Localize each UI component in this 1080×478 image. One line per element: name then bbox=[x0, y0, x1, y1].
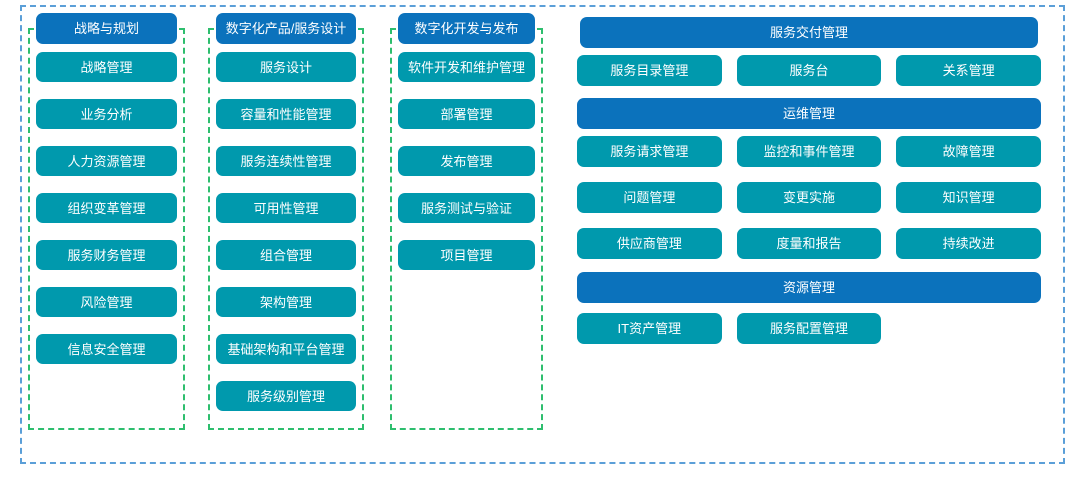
process-box: 问题管理 bbox=[577, 182, 722, 213]
outer-boundary bbox=[20, 5, 1065, 464]
column-header: 数字化产品/服务设计 bbox=[216, 13, 356, 44]
process-box: 项目管理 bbox=[398, 240, 535, 270]
process-box: 组织变革管理 bbox=[36, 193, 177, 223]
resource-row: IT资产管理 服务配置管理 bbox=[577, 313, 1041, 344]
process-box: 服务配置管理 bbox=[736, 313, 882, 344]
section-header-resource: 资源管理 bbox=[577, 272, 1041, 303]
column-product-service-design: 数字化产品/服务设计 服务设计 容量和性能管理 服务连续性管理 可用性管理 组合… bbox=[208, 13, 364, 430]
process-box: 部署管理 bbox=[398, 99, 535, 129]
process-box: 容量和性能管理 bbox=[216, 99, 356, 129]
column-dev-release: 数字化开发与发布 软件开发和维护管理 部署管理 发布管理 服务测试与验证 项目管… bbox=[390, 13, 543, 430]
process-box: 服务设计 bbox=[216, 52, 356, 82]
process-box: IT资产管理 bbox=[577, 313, 722, 344]
process-box: 服务测试与验证 bbox=[398, 193, 535, 223]
process-box: 故障管理 bbox=[896, 136, 1041, 167]
right-panel: 服务交付管理 服务目录管理 服务台 关系管理 运维管理 服务请求管理 监控和事件… bbox=[577, 17, 1041, 344]
process-box: 服务连续性管理 bbox=[216, 146, 356, 176]
process-box: 服务请求管理 bbox=[577, 136, 722, 167]
column-strategy-planning: 战略与规划 战略管理 业务分析 人力资源管理 组织变革管理 服务财务管理 风险管… bbox=[28, 13, 185, 430]
process-box: 服务级别管理 bbox=[216, 381, 356, 411]
section-header-service-delivery: 服务交付管理 bbox=[580, 17, 1038, 48]
service-delivery-row: 服务目录管理 服务台 关系管理 bbox=[577, 55, 1041, 86]
process-box: 软件开发和维护管理 bbox=[398, 52, 535, 82]
process-box: 服务目录管理 bbox=[577, 55, 722, 86]
process-box: 度量和报告 bbox=[736, 228, 882, 259]
process-box: 业务分析 bbox=[36, 99, 177, 129]
process-box: 监控和事件管理 bbox=[736, 136, 882, 167]
process-box: 信息安全管理 bbox=[36, 334, 177, 364]
process-box: 架构管理 bbox=[216, 287, 356, 317]
process-box: 服务财务管理 bbox=[36, 240, 177, 270]
process-box: 组合管理 bbox=[216, 240, 356, 270]
process-box: 战略管理 bbox=[36, 52, 177, 82]
process-box: 供应商管理 bbox=[577, 228, 722, 259]
process-box: 变更实施 bbox=[736, 182, 882, 213]
process-box: 知识管理 bbox=[896, 182, 1041, 213]
process-box: 持续改进 bbox=[896, 228, 1041, 259]
process-box: 基础架构和平台管理 bbox=[216, 334, 356, 364]
operations-grid: 服务请求管理 监控和事件管理 故障管理 问题管理 变更实施 知识管理 供应商管理… bbox=[577, 136, 1041, 259]
process-box: 服务台 bbox=[736, 55, 882, 86]
process-box: 发布管理 bbox=[398, 146, 535, 176]
process-box: 风险管理 bbox=[36, 287, 177, 317]
process-box: 关系管理 bbox=[896, 55, 1041, 86]
column-header: 战略与规划 bbox=[36, 13, 177, 44]
section-header-operations: 运维管理 bbox=[577, 98, 1041, 129]
process-box: 人力资源管理 bbox=[36, 146, 177, 176]
column-header: 数字化开发与发布 bbox=[398, 13, 535, 44]
process-box: 可用性管理 bbox=[216, 193, 356, 223]
